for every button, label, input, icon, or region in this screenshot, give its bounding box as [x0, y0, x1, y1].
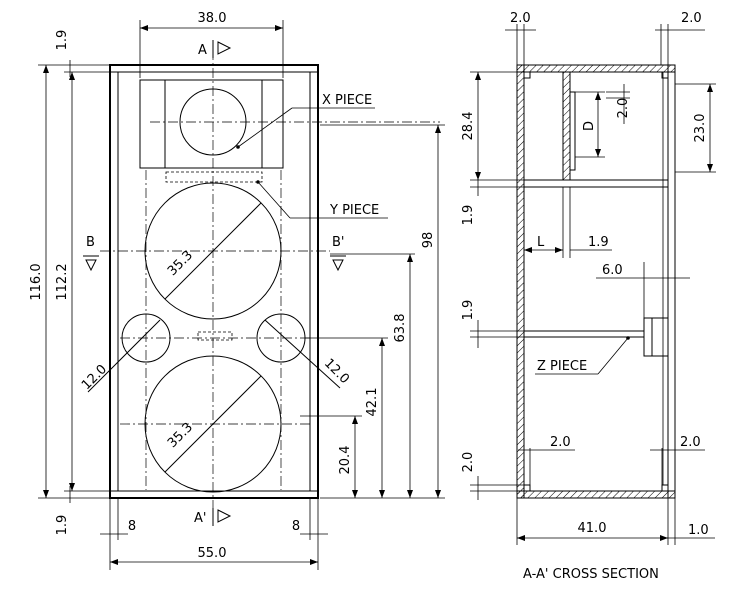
dim-board-bottom: 1.9 — [55, 515, 70, 536]
dim-height-23: 23.0 — [693, 114, 708, 143]
dim-d-label: D — [582, 121, 597, 131]
dim-d-value: 2.0 — [616, 98, 631, 119]
dim-height-42: 42.1 — [365, 388, 380, 417]
cabinet-outline — [109, 64, 319, 499]
z-piece-block — [643, 317, 669, 357]
section-back-wall — [667, 64, 676, 499]
dim-height-outer: 116.0 — [29, 263, 44, 300]
section-shelf-upper — [523, 179, 669, 188]
section-b-prime-label: B' — [332, 235, 345, 250]
section-shelf-middle — [523, 330, 645, 338]
section-bottom-wall — [516, 490, 676, 499]
section-a-label: A — [198, 43, 207, 58]
dim-height-63: 63.8 — [393, 314, 408, 343]
section-b-label: B — [86, 235, 95, 250]
dim-back: 1.0 — [688, 523, 709, 538]
dim-side-left: 8 — [128, 519, 136, 534]
section-front-wall — [516, 64, 525, 499]
dim-woofer-upper: 35.3 — [165, 248, 196, 279]
dim-depth: 41.0 — [578, 521, 607, 536]
z-piece-label: Z PIECE — [537, 359, 587, 374]
dim-l-value: 1.9 — [588, 235, 609, 250]
dim-l-label: L — [537, 235, 545, 250]
dim-side-right: 8 — [292, 519, 300, 534]
dim-width-bottom: 55.0 — [198, 546, 227, 561]
x-piece-label: X PIECE — [322, 93, 372, 108]
dim-top-left: 2.0 — [510, 11, 531, 26]
y-piece-label: Y PIECE — [329, 203, 379, 218]
dim-board-top: 1.9 — [55, 30, 70, 51]
section-top-wall — [516, 64, 676, 73]
dim-shelf-middle: 1.9 — [461, 300, 476, 321]
dim-height-28: 28.4 — [461, 112, 476, 141]
section-caption: A-A' CROSS SECTION — [523, 567, 659, 582]
dim-bottom-right: 2.0 — [680, 435, 701, 450]
dim-width-top: 38.0 — [198, 11, 227, 26]
y-piece-outline — [165, 171, 263, 183]
section-a-prime-label: A' — [194, 511, 206, 526]
dim-bottom-mid: 2.0 — [550, 435, 571, 450]
x-piece-block — [139, 79, 284, 169]
dim-height-inner: 112.2 — [55, 263, 70, 300]
dim-z-thickness: 6.0 — [602, 263, 623, 278]
dim-shelf-upper: 1.9 — [461, 205, 476, 226]
dim-port-right: 12.0 — [321, 356, 352, 387]
dim-bottom-left: 2.0 — [461, 452, 476, 473]
front-view: 38.0 A A' B B' 116.0 112.2 1.9 1.9 — [29, 11, 445, 570]
dim-woofer-lower: 35.3 — [165, 420, 196, 451]
cross-section-view: 2.0 2.0 28.4 1.9 D 2.0 23.0 — [461, 11, 716, 582]
dim-top-right: 2.0 — [681, 11, 702, 26]
dim-height-98: 98 — [421, 232, 436, 249]
dim-height-20: 20.4 — [338, 446, 353, 475]
dim-port-left: 12.0 — [79, 362, 110, 393]
